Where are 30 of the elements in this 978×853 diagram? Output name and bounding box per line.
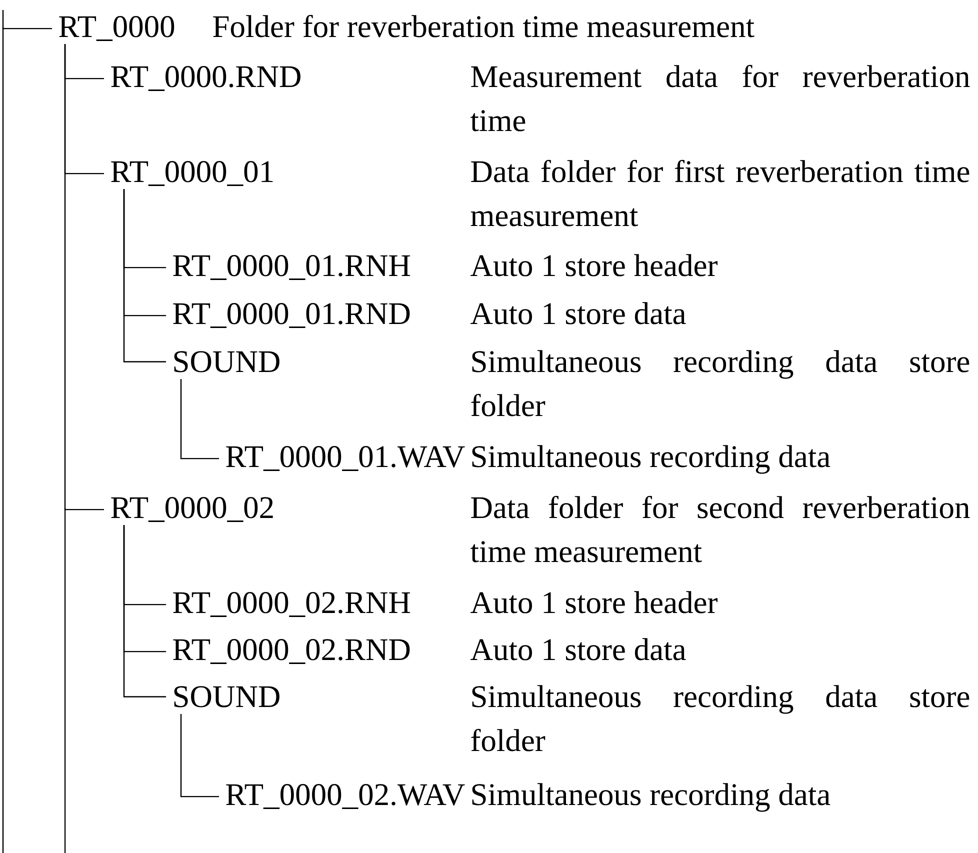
description-text: Auto 1 store header: [470, 254, 718, 276]
item-name: RT_0000_02.RND: [173, 639, 410, 664]
description-text: Simultaneous recording data: [472, 783, 830, 812]
description-text: Auto 1 store header: [470, 591, 718, 614]
tree-connector: [180, 714, 219, 798]
item-name: RT_0000_01: [111, 161, 273, 186]
item-name: RT_0000_02.WAV: [226, 784, 465, 810]
item-name: RT_0000_01.RND: [173, 303, 410, 328]
item-name: SOUND: [174, 351, 280, 372]
item-name: RT_0000.RND: [111, 66, 300, 92]
description-text: Auto 1 store data: [470, 302, 686, 324]
description-text: Simultaneous recording data: [472, 445, 830, 474]
tree-connector: [180, 379, 219, 460]
item-name: RT_0000_02: [111, 497, 273, 522]
tree-connector: [64, 44, 104, 510]
description-text: Simultaneous recording data store folder: [471, 350, 970, 416]
item-name: SOUND: [174, 686, 280, 708]
item-name: RT_0000_02.RNH: [173, 592, 410, 618]
description-text: Measurement data for reverberation time: [470, 64, 970, 132]
description-text: Folder for reverberation time measurement: [213, 14, 754, 38]
tree-connector: [2, 10, 52, 30]
tree-connector: [123, 525, 166, 698]
item-name: RT_0000_01.WAV: [226, 446, 465, 472]
description-text: Auto 1 store data: [470, 638, 686, 660]
tree-connector: [123, 189, 166, 362]
item-name: RT_0000_01.RNH: [173, 255, 410, 280]
description-text: Data folder for first reverberation time measurement: [470, 160, 970, 226]
item-name: RT_0000: [59, 16, 174, 42]
description-text: Data folder for second reverberation time measurement: [470, 496, 970, 562]
description-text: Simultaneous recording data store folder: [471, 685, 970, 752]
